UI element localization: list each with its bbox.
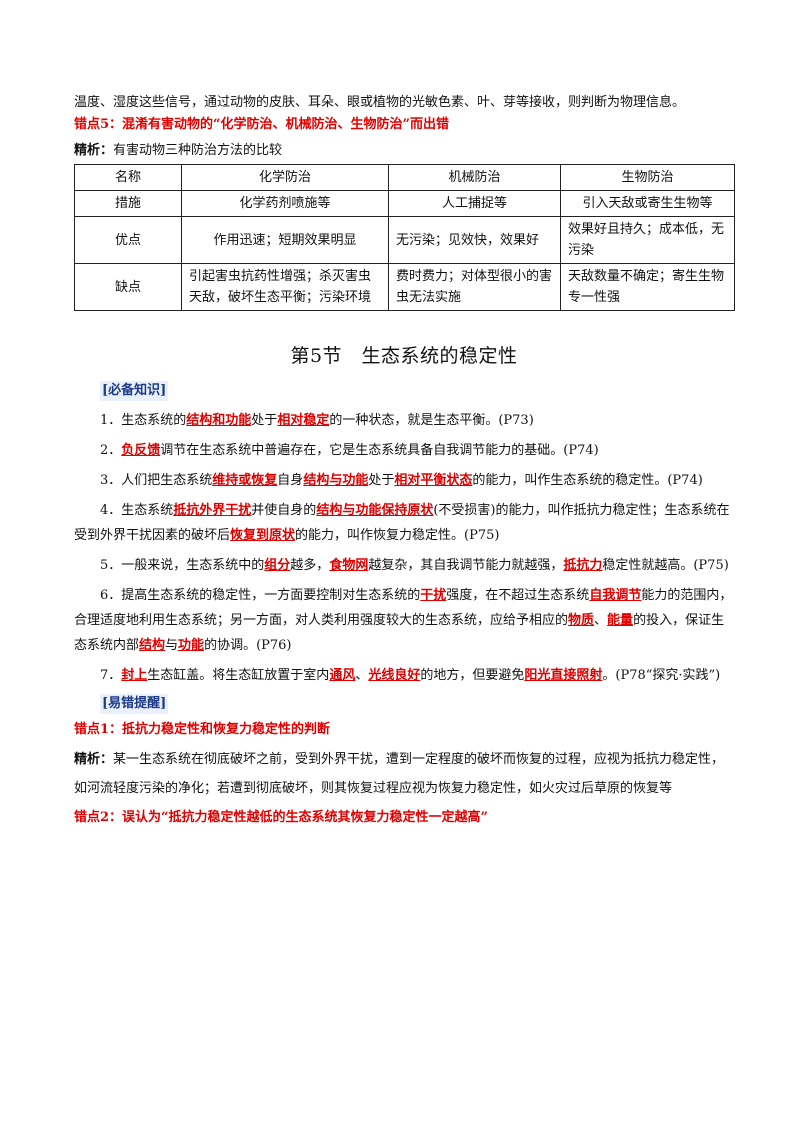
pest-control-table: 名称 化学防治 机械防治 生物防治 措施 化学药剂喷施等 人工捕捉等 引入天敌或… [74,164,735,311]
document-page: 温度、湿度这些信号，通过动物的皮肤、耳朵、眼或植物的光敏色素、叶、芽等接收，则判… [74,92,735,829]
analysis-label: 精析： [74,752,114,767]
knowledge-item-3: 3．人们把生态系统维持或恢复自身结构与功能处于相对平衡状态的能力，叫作生态系统的… [100,473,703,488]
table-row: 优点 作用迅速；短期效果明显 无污染；见效快，效果好 效果好且持久；成本低，无污… [74,216,735,264]
table-cell: 效果好且持久；成本低，无污染 [560,216,735,264]
table-cell: 天敌数量不确定；寄生生物专一性强 [560,263,735,311]
error-2-heading: 错点2：误认为“抵抗力稳定性越低的生态系统其恢复力稳定性一定越高” [74,810,489,825]
table-row: 缺点 引起害虫抗药性增强；杀灭害虫天敌，破坏生态平衡；污染环境 费时费力；对体型… [74,263,735,311]
table-header-cell: 化学防治 [181,164,389,191]
table-header-cell: 机械防治 [388,164,561,191]
intro-paragraph: 温度、湿度这些信号，通过动物的皮肤、耳朵、眼或植物的光敏色素、叶、芽等接收，则判… [74,95,686,110]
section-title: 第5节 生态系统的稳定性 [290,345,518,367]
table-cell: 缺点 [74,263,182,311]
table-cell: 引起害虫抗药性增强；杀灭害虫天敌，破坏生态平衡；污染环境 [181,263,389,311]
easy-error-row: [易错提醒] [100,693,734,715]
table-header-cell: 名称 [74,164,182,191]
analysis-text: 某一生态系统在彻底破坏之前，受到外界干扰，遭到一定程度的破坏而恢复的过程，应视为… [74,752,725,796]
table-header-cell: 生物防治 [560,164,735,191]
table-cell: 无污染；见效快，效果好 [388,216,561,264]
table-cell: 化学药剂喷施等 [181,190,389,217]
error-1-heading: 错点1：抵抗力稳定性和恢复力稳定性的判断 [74,722,331,737]
knowledge-item-7: 7．封上生态缸盖。将生态缸放置于室内通风、光线良好的地方，但要避免阳光直接照射。… [100,668,721,683]
table-cell: 人工捕捉等 [388,190,561,217]
table-cell: 费时费力；对体型很小的害虫无法实施 [388,263,561,311]
table-cell: 引入天敌或寄生生物等 [560,190,735,217]
table-header-row: 名称 化学防治 机械防治 生物防治 [74,164,735,191]
knowledge-item-1: 1．生态系统的结构和功能处于相对稳定的一种状态，就是生态平衡。(P73) [100,413,534,428]
analysis-5: 精析：有害动物三种防治方法的比较 [74,140,734,162]
analysis-1: 精析：某一生态系统在彻底破坏之前，受到外界干扰，遭到一定程度的破坏而恢复的过程，… [74,745,734,803]
must-know-row: [必备知识] [100,380,734,402]
table-cell: 措施 [74,190,182,217]
table-cell: 作用迅速；短期效果明显 [181,216,389,264]
knowledge-item-6: 6．提高生态系统的稳定性，一方面要控制对生态系统的干扰强度，在不超过生态系统自我… [74,588,733,653]
knowledge-item-5: 5．一般来说，生态系统中的组分越多，食物网越复杂，其自我调节能力就越强，抵抗力稳… [100,558,729,573]
must-know-tag: [必备知识] [100,381,169,401]
knowledge-item-4: 4．生态系统抵抗外界干扰并使自身的结构与功能保持原状(不受损害)的能力，叫作抵抗… [74,503,730,543]
knowledge-item-2: 2．负反馈调节在生态系统中普遍存在，它是生态系统具备自我调节能力的基础。(P74… [100,443,599,458]
error-5-heading: 错点5：混淆有害动物的“化学防治、机械防治、生物防治”而出错 [74,117,450,132]
analysis-text: 有害动物三种防治方法的比较 [113,143,283,158]
easy-error-tag: [易错提醒] [100,694,169,714]
table-cell: 优点 [74,216,182,264]
table-row: 措施 化学药剂喷施等 人工捕捉等 引入天敌或寄生生物等 [74,190,735,217]
analysis-label: 精析： [74,143,114,158]
